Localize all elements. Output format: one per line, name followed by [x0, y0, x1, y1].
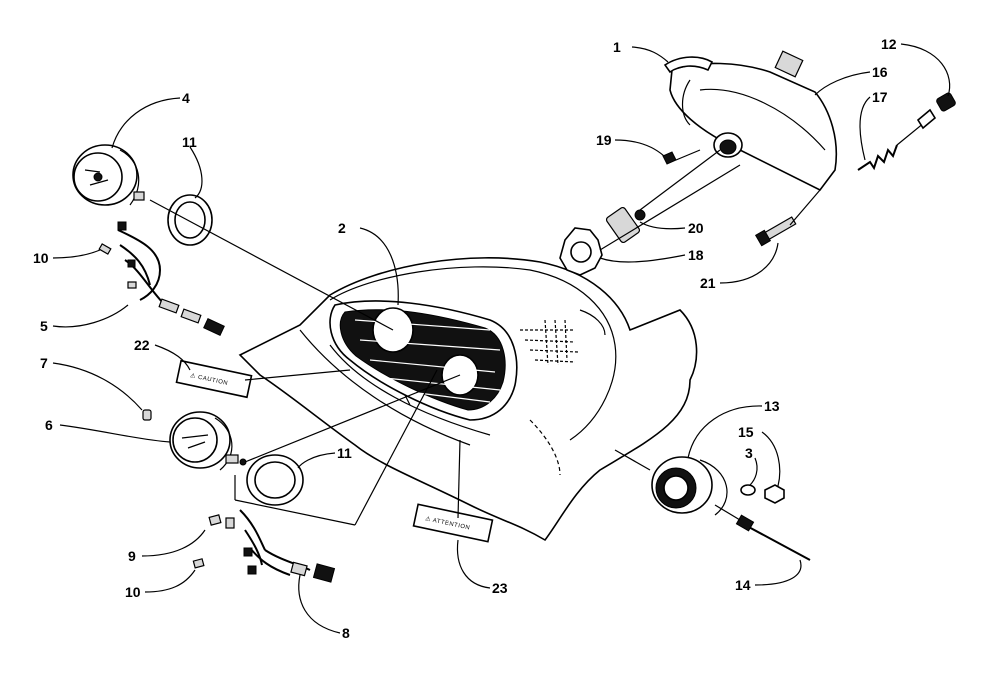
callout-10a: 10 — [33, 250, 49, 266]
attention-decal: ⚠ ATTENTION — [412, 503, 494, 543]
callout-1: 1 — [613, 39, 621, 55]
callout-5: 5 — [40, 318, 48, 334]
caution-decal: ⚠ CAUTION — [175, 359, 253, 399]
callout-14: 14 — [735, 577, 751, 593]
bulb-7 — [142, 409, 152, 421]
bezel-ring-lower — [246, 454, 304, 506]
clip-1 — [663, 56, 714, 74]
callout-11a: 11 — [182, 134, 197, 150]
callout-17: 17 — [872, 89, 888, 105]
callout-6: 6 — [45, 417, 53, 433]
callout-labels: 1 2 3 4 5 6 7 8 9 10 10 11 11 12 13 14 1… — [33, 36, 897, 641]
callout-2: 2 — [338, 220, 346, 236]
screw-19 — [662, 151, 677, 165]
callout-10b: 10 — [125, 584, 141, 600]
headlight-housing — [669, 50, 838, 192]
nut-15 — [764, 484, 785, 504]
callout-19: 19 — [596, 132, 612, 148]
callout-18: 18 — [688, 247, 704, 263]
console-hood — [238, 257, 698, 542]
callout-leaders — [52, 43, 951, 634]
bolt-21 — [754, 216, 797, 247]
wire-harness-lower — [192, 509, 336, 583]
wire-harness-upper — [98, 221, 225, 336]
retainer-ring-18 — [559, 227, 603, 276]
adjuster-knob-12 — [916, 92, 956, 130]
callout-20: 20 — [688, 220, 704, 236]
callout-21: 21 — [700, 275, 716, 291]
bezel-ring-upper — [167, 194, 213, 246]
callout-13: 13 — [764, 398, 780, 414]
callout-22: 22 — [134, 337, 150, 353]
callout-7: 7 — [40, 355, 48, 371]
callout-11b: 11 — [337, 445, 352, 461]
tachometer-gauge — [169, 411, 247, 471]
callout-3: 3 — [745, 445, 753, 461]
washer-3 — [740, 484, 756, 496]
callout-16: 16 — [872, 64, 888, 80]
callout-4: 4 — [182, 90, 190, 106]
cable-14 — [735, 514, 811, 561]
callout-12: 12 — [881, 36, 897, 52]
callout-23: 23 — [492, 580, 508, 596]
switch-housing-13 — [651, 456, 728, 516]
speedometer-gauge — [72, 144, 145, 206]
callout-8: 8 — [342, 625, 350, 641]
bulb-socket-20 — [605, 206, 646, 244]
adjuster-spring-17 — [857, 117, 931, 171]
callout-9: 9 — [128, 548, 136, 564]
callout-15: 15 — [738, 424, 754, 440]
assembly-lines — [149, 149, 821, 526]
